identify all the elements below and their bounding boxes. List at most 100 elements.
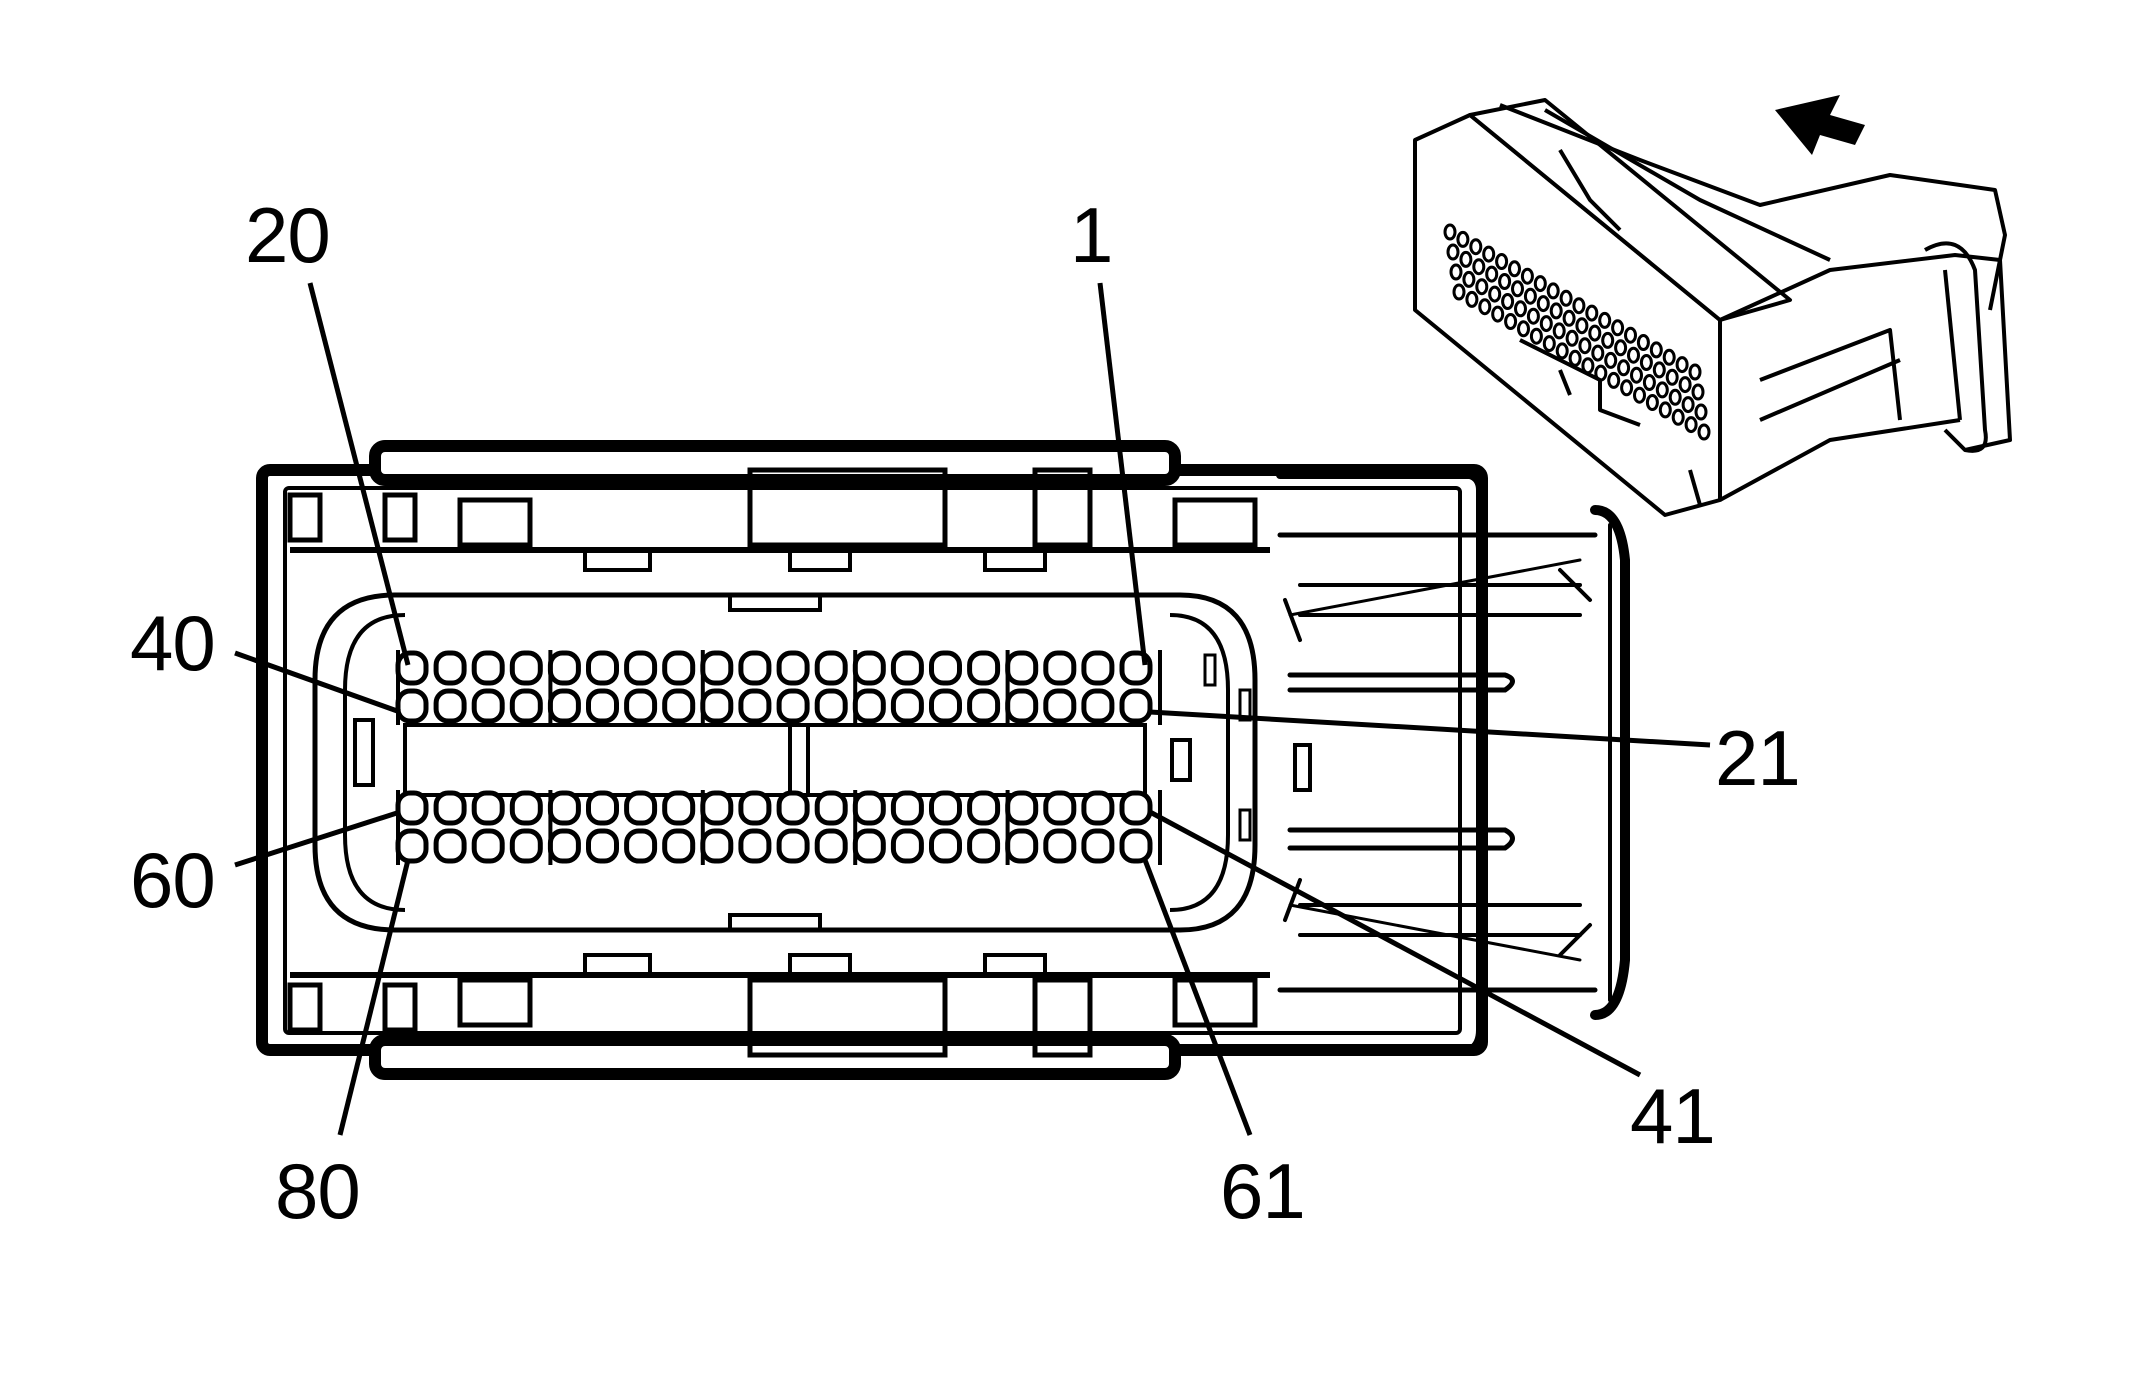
inset-pin xyxy=(1681,396,1695,414)
inset-pin xyxy=(1665,368,1679,386)
inset-pin xyxy=(1617,359,1631,377)
pin-cavity-47 xyxy=(890,790,924,826)
pin-cavity-70 xyxy=(776,828,810,864)
inset-pin xyxy=(1459,250,1473,268)
connector-housing xyxy=(256,440,1488,1080)
inset-pin xyxy=(1633,386,1646,404)
inset-pin xyxy=(1520,267,1534,285)
pin-cavity-50 xyxy=(776,790,810,826)
pin-cavity-52 xyxy=(700,790,734,826)
pin-cavity-67 xyxy=(890,828,924,864)
pin-cavity-38 xyxy=(471,688,505,724)
inset-pin xyxy=(1559,289,1573,307)
inset-pin xyxy=(1523,287,1537,305)
pin-cavity-77 xyxy=(509,828,543,864)
inset-pin xyxy=(1452,283,1466,301)
pin-cavity-78 xyxy=(471,828,505,864)
pin-cavity-56 xyxy=(547,790,581,826)
pin-cavity-73 xyxy=(662,828,696,864)
inset-pin xyxy=(1465,290,1479,308)
inset-pin xyxy=(1529,327,1543,345)
pin-cavity-43 xyxy=(1043,790,1077,826)
inset-pin xyxy=(1472,258,1486,276)
pin-cavity-71 xyxy=(738,828,772,864)
inset-pin xyxy=(1491,305,1505,323)
inset-pin xyxy=(1675,356,1689,374)
pin-cavity-29 xyxy=(814,688,848,724)
connector-strain-relief xyxy=(1276,471,1630,1054)
label-pin-60: 60 xyxy=(130,836,215,924)
pin-cavity-14 xyxy=(624,650,658,686)
pin-cavity-62 xyxy=(1081,828,1115,864)
pin-labels: 20 1 40 21 60 41 80 61 xyxy=(130,191,1801,1235)
pin-cavity-65 xyxy=(967,828,1001,864)
pin-cavity-72 xyxy=(700,828,734,864)
pin-cavity-10 xyxy=(776,650,810,686)
pin-cavity-59 xyxy=(433,790,467,826)
inset-pin xyxy=(1614,339,1628,357)
inset-pin xyxy=(1620,379,1634,397)
leader-pin-20 xyxy=(307,282,411,666)
pin-cavity-49 xyxy=(814,790,848,826)
leader-pin-61 xyxy=(1142,859,1253,1136)
inset-pin xyxy=(1655,381,1669,399)
pin-cavity-63 xyxy=(1043,828,1077,864)
connector-isometric-inset xyxy=(1413,95,2012,517)
pin-cavity-26 xyxy=(929,688,962,724)
inset-pin xyxy=(1533,275,1547,293)
pin-cavity-8 xyxy=(852,650,886,686)
pin-cavity-21 xyxy=(1119,688,1153,724)
pin-cavity-74 xyxy=(624,828,658,864)
leader-pin-80 xyxy=(337,859,411,1136)
inset-pin xyxy=(1526,307,1540,325)
inset-pin xyxy=(1578,337,1592,355)
pin-cavity-42 xyxy=(1081,790,1115,826)
pin-cavity-37 xyxy=(509,688,543,724)
inset-pin xyxy=(1572,297,1586,315)
pin-cavity-45 xyxy=(967,790,1001,826)
inset-pin xyxy=(1555,342,1569,360)
label-pin-80: 80 xyxy=(275,1147,360,1235)
pin-cavity-9 xyxy=(814,650,848,686)
inset-pin xyxy=(1594,364,1608,382)
inset-pin xyxy=(1604,351,1618,369)
inset-pin xyxy=(1495,253,1509,270)
inset-pin xyxy=(1546,282,1560,300)
inset-pin xyxy=(1501,293,1515,310)
inset-pin xyxy=(1565,329,1579,347)
inset-pin xyxy=(1662,348,1676,366)
pin-cavity-51 xyxy=(738,790,772,826)
pin-cavity-13 xyxy=(662,650,696,686)
pin-cavity-57 xyxy=(509,790,543,826)
pin-cavity-79 xyxy=(433,828,467,864)
inset-pin xyxy=(1611,319,1625,337)
pin-cavity-17 xyxy=(509,650,543,686)
pin-cavity-48 xyxy=(852,790,886,826)
inset-pin xyxy=(1549,302,1563,320)
inset-pin xyxy=(1462,270,1476,288)
pin-cavity-46 xyxy=(929,790,962,826)
label-pin-21: 21 xyxy=(1715,714,1800,802)
inset-pin xyxy=(1624,326,1637,344)
pin-cavity-55 xyxy=(586,790,619,826)
inset-pin xyxy=(1694,403,1708,421)
leader-pin-40 xyxy=(234,650,401,715)
pin-cavity-18 xyxy=(471,650,505,686)
inset-pin xyxy=(1607,371,1621,389)
leader-pin-60 xyxy=(234,809,401,868)
inset-pin xyxy=(1517,320,1530,338)
pin-cavity-23 xyxy=(1043,688,1077,724)
inset-pin xyxy=(1456,230,1470,248)
inset-pin xyxy=(1684,416,1698,434)
leader-pin-1 xyxy=(1097,282,1148,666)
pin-cavity-64 xyxy=(1005,828,1039,864)
pin-cavity-7 xyxy=(890,650,924,686)
inset-pin xyxy=(1671,408,1685,426)
inset-pin xyxy=(1539,315,1553,333)
inset-pin xyxy=(1446,243,1460,261)
inset-pin xyxy=(1668,388,1682,406)
inset-pin xyxy=(1652,361,1666,379)
pin-cavity-12 xyxy=(700,650,734,686)
pin-cavity-25 xyxy=(967,688,1001,724)
